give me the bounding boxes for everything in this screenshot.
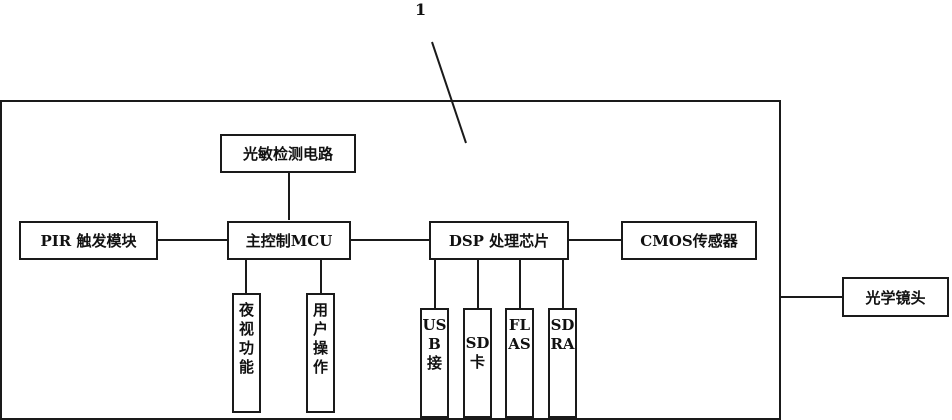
- cmos-sensor-block: CMOS传感器: [621, 221, 757, 260]
- leader-line: [431, 41, 467, 144]
- connector-mcu-night-vision: [245, 259, 247, 294]
- connector-dsp-cmos: [568, 239, 622, 241]
- connector-frame-lens: [781, 296, 842, 298]
- connector-dsp-sdram: [562, 259, 564, 309]
- night-vision-block: 夜视功能: [232, 293, 261, 413]
- flash-block: FLAS: [505, 308, 534, 418]
- dsp-chip-block: DSP 处理芯片: [429, 221, 569, 260]
- connector-dsp-flash: [519, 259, 521, 309]
- connector-mcu-user-ops: [320, 259, 322, 294]
- pir-trigger-block: PIR 触发模块: [19, 221, 158, 260]
- connector-pir-mcu: [157, 239, 228, 241]
- optical-lens-block: 光学镜头: [842, 277, 949, 317]
- connector-photosensitive-mcu: [288, 172, 290, 220]
- photosensitive-circuit-block: 光敏检测电路: [220, 134, 356, 173]
- device-enclosure: [0, 100, 781, 420]
- user-operation-block: 用户操作: [306, 293, 335, 413]
- connector-mcu-dsp: [350, 239, 430, 241]
- connector-dsp-usb: [434, 259, 436, 309]
- main-mcu-block: 主控制MCU: [227, 221, 351, 260]
- connector-dsp-sd: [477, 259, 479, 309]
- reference-numeral: 1: [415, 0, 427, 19]
- sdram-block: SDRA: [548, 308, 577, 418]
- usb-interface-block: USB接: [420, 308, 449, 418]
- sd-card-block: SD卡: [463, 308, 492, 418]
